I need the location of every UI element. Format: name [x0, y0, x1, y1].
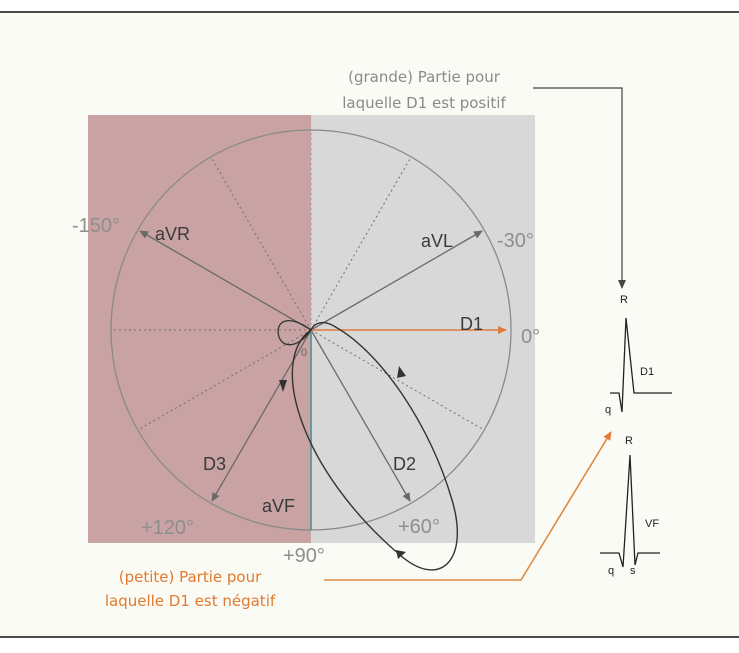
- avl-axis-arrow: [310, 230, 483, 331]
- angle-plus60: +60°: [398, 516, 440, 538]
- dotted-axis-minus120: [210, 156, 312, 331]
- vf-waveform: R q s VF: [600, 435, 660, 577]
- angle-minus150: -150°: [72, 215, 120, 237]
- d2-axis-arrow: [310, 329, 411, 502]
- d1-q-label: q: [605, 404, 611, 416]
- label-avr: aVR: [155, 224, 190, 244]
- vf-q-label: q: [608, 565, 614, 577]
- vf-s-label: s: [630, 565, 636, 577]
- vf-lead-label: VF: [645, 518, 659, 530]
- vf-r-label: R: [625, 435, 633, 447]
- angle-zero: 0°: [521, 326, 540, 348]
- dotted-axis-plus30: [310, 329, 485, 431]
- caption-negative-line1: (petite) Partie pour: [119, 568, 262, 586]
- angle-plus120: +120°: [141, 517, 194, 539]
- label-d1: D1: [460, 314, 483, 334]
- negative-pointer-arrow: [324, 431, 612, 581]
- label-d2: D2: [393, 454, 416, 474]
- label-avf: aVF: [262, 496, 295, 516]
- d1-qrs-trace: [610, 317, 672, 413]
- positive-pointer-arrow: [533, 87, 626, 289]
- vf-qrs-trace: [600, 454, 660, 568]
- loop-arrowhead-bottom: [396, 550, 406, 559]
- dotted-axes: [111, 130, 485, 431]
- dotted-axis-minus60: [310, 156, 412, 331]
- origin-label: 0: [301, 347, 307, 359]
- label-d3: D3: [203, 454, 226, 474]
- d1-waveform: R q D1: [605, 294, 672, 416]
- negative-d1-region: [88, 115, 311, 543]
- d1-lead-label: D1: [640, 366, 654, 378]
- dotted-axis-plus150: [137, 329, 312, 431]
- loop-arrowhead-right: [397, 366, 406, 378]
- angle-minus30: -30°: [497, 230, 534, 252]
- caption-positive-line1: (grande) Partie pour: [348, 68, 501, 86]
- d1-r-label: R: [620, 294, 628, 306]
- caption-negative-line2: laquelle D1 est négatif: [105, 592, 276, 610]
- positive-d1-region: [311, 115, 535, 543]
- loop-arrowhead-left: [279, 380, 287, 392]
- main-vector-loop: [291, 321, 458, 571]
- caption-positive-line2: laquelle D1 est positif: [342, 94, 506, 112]
- d3-axis-arrow: [211, 329, 312, 502]
- label-avl: aVL: [421, 231, 453, 251]
- angle-plus90: +90°: [283, 545, 325, 567]
- avr-axis-arrow: [139, 230, 312, 331]
